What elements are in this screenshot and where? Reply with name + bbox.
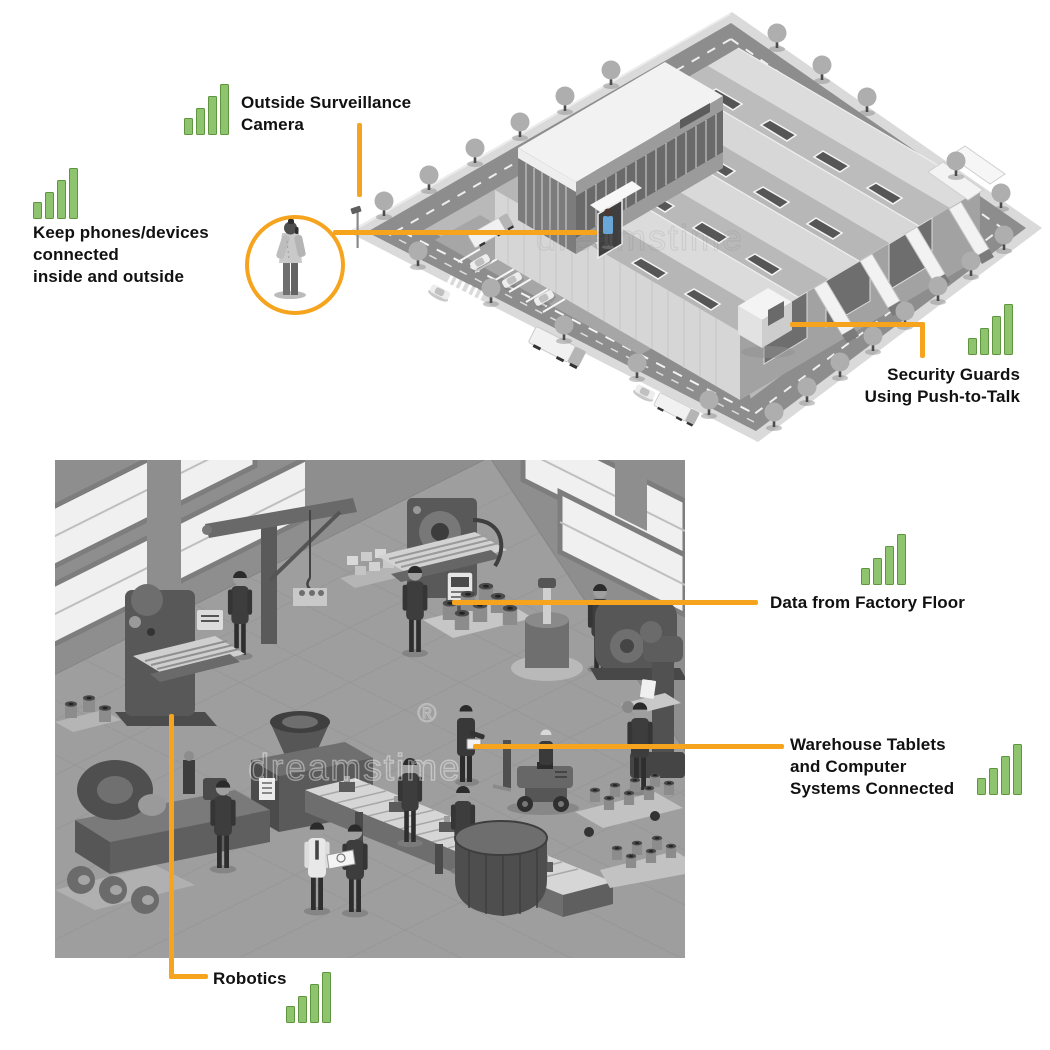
warehouse-exterior-illustration: dreamstime	[348, 12, 1042, 442]
watermark-text: dreamstime	[248, 747, 461, 788]
signal-strength-icon	[286, 971, 333, 1023]
parts-trolleys	[575, 772, 685, 888]
office-front	[518, 62, 723, 260]
callout-line-robotics-v	[169, 714, 174, 979]
warehouse-building	[495, 47, 981, 400]
blueprint-discussion	[303, 822, 369, 918]
callout-line-security-v	[920, 322, 925, 358]
robotics-milling-machine	[115, 584, 245, 726]
label-data-from-factory-floor: Data from Factory Floor	[770, 593, 965, 612]
cnc-machine	[377, 498, 507, 620]
label-outside-surveillance-camera: Outside Surveillance Camera	[241, 93, 412, 134]
crosswalk	[440, 275, 485, 312]
watermark-text: dreamstime	[536, 217, 744, 258]
label-security-guards: Security Guards Using Push-to-Talk	[864, 365, 1020, 406]
callout-line-phones	[333, 230, 597, 235]
watermark-registered-mark: ®	[417, 698, 436, 728]
signal-strength-icon	[968, 303, 1015, 355]
building-sign	[680, 103, 710, 129]
signal-strength-icon	[977, 743, 1024, 795]
callout-line-tablets	[473, 744, 784, 749]
signal-strength-icon	[861, 533, 908, 585]
parked-trailers	[927, 145, 1006, 201]
metal-billets	[55, 695, 195, 914]
callout-circle-person	[245, 215, 345, 315]
callout-line-robotics-h	[169, 974, 208, 979]
label-robotics: Robotics	[213, 969, 287, 988]
man-on-phone-illustration	[274, 219, 306, 299]
factory-interior-illustration: dreamstime ®	[55, 460, 685, 958]
jib-crane	[202, 498, 420, 644]
callout-line-data	[452, 600, 758, 605]
callout-line-security-h	[790, 322, 925, 327]
label-warehouse-tablets: Warehouse Tablets and Computer Systems C…	[790, 735, 955, 798]
signal-strength-icon	[184, 83, 231, 135]
person-at-entrance	[602, 208, 614, 250]
parts-pallet	[423, 582, 533, 638]
label-keep-phones-connected: Keep phones/devices connected inside and…	[33, 223, 209, 286]
callout-line-camera	[357, 123, 362, 197]
round-tank	[454, 820, 548, 916]
molding-machine	[511, 578, 583, 681]
guard-booth	[738, 288, 795, 358]
signal-strength-icon	[33, 167, 80, 219]
